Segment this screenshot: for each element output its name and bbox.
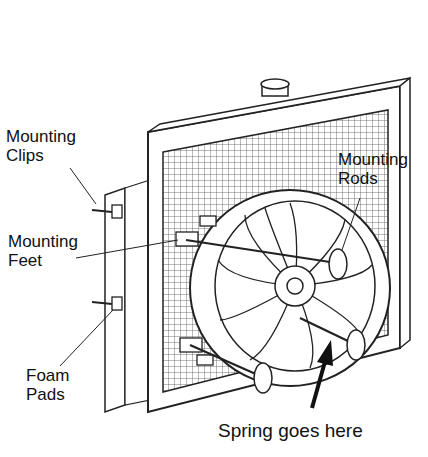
part-label: Foam Pads <box>26 366 96 404</box>
callout-note: Spring goes here <box>218 420 363 442</box>
part-label: Mounting Clips <box>6 127 96 165</box>
part-label: Mounting Rods <box>338 150 424 188</box>
part-label: Mounting Feet <box>8 232 90 270</box>
